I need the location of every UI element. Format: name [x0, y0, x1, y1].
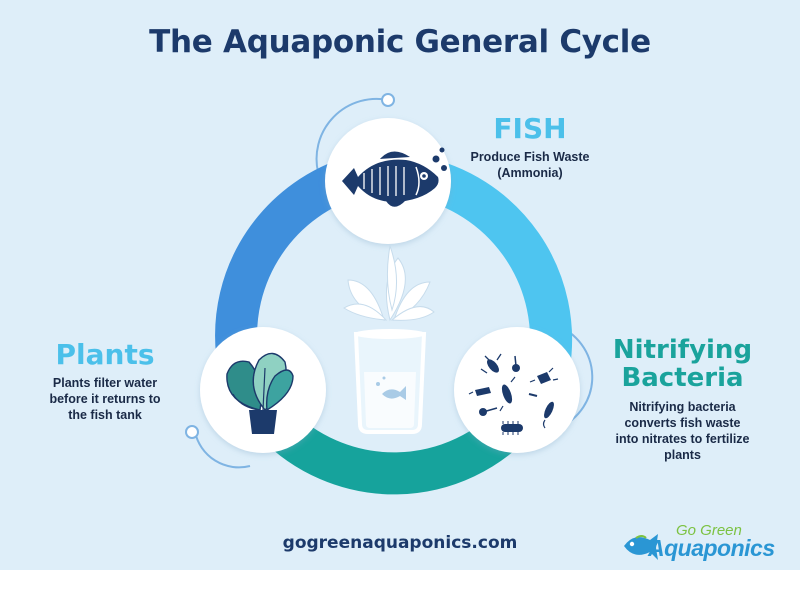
- connector-dot-plants: [185, 425, 199, 439]
- plants-description-line: before it returns to: [49, 392, 161, 406]
- logo-line2: Aquaponics: [648, 535, 775, 561]
- connector-dot-fish: [381, 93, 395, 107]
- brand-logo: Go Green Aquaponics: [620, 522, 790, 564]
- ring-arc-fish-to-bacteria: [413, 156, 573, 370]
- fish-title: FISH: [493, 112, 567, 145]
- bacteria-description-line: Nitrifying bacteria: [629, 400, 736, 414]
- bacteria-description: Nitrifying bacteria converts fish waste …: [600, 399, 765, 463]
- page-title: The Aquaponic General Cycle: [149, 24, 651, 60]
- tank-fish: [382, 386, 406, 400]
- logo-line1: Go Green: [676, 522, 742, 539]
- aquaponic-tank-icon: [343, 244, 435, 434]
- bacteria-title-line: Bacteria: [621, 363, 744, 393]
- bacteria-description-line: plants: [664, 448, 701, 462]
- bacteria-icon: [468, 353, 559, 435]
- cycle-diagram: [185, 93, 594, 495]
- plant-pot-icon: [226, 352, 294, 434]
- plants-description-line: Plants filter water: [52, 376, 158, 390]
- connector-line-fish: [315, 97, 389, 173]
- fish-description-line: Produce Fish Waste: [470, 150, 590, 164]
- logo-fish-icon: [624, 534, 658, 560]
- bacteria-description-line: into nitrates to fertilize: [615, 432, 750, 446]
- connector-line-plants: [194, 431, 251, 469]
- infographic-canvas: The Aquaponic General Cycle: [0, 0, 800, 570]
- plants-description: Plants filter water before it returns to…: [25, 375, 185, 423]
- tank-plant-leaves: [343, 244, 435, 322]
- fish-icon: [342, 147, 447, 207]
- bacteria-title-line: Nitrifying: [612, 335, 753, 365]
- plants-description-line: the fish tank: [68, 408, 142, 422]
- website-url: gogreenaquaponics.com: [282, 533, 518, 553]
- bacteria-node: [454, 327, 580, 453]
- bacteria-title: Nitrifying Bacteria: [595, 336, 770, 392]
- plants-title: Plants: [55, 338, 155, 371]
- bacteria-description-line: converts fish waste: [624, 416, 741, 430]
- fish-description: Produce Fish Waste (Ammonia): [460, 149, 600, 181]
- fish-description-line: (Ammonia): [497, 166, 563, 180]
